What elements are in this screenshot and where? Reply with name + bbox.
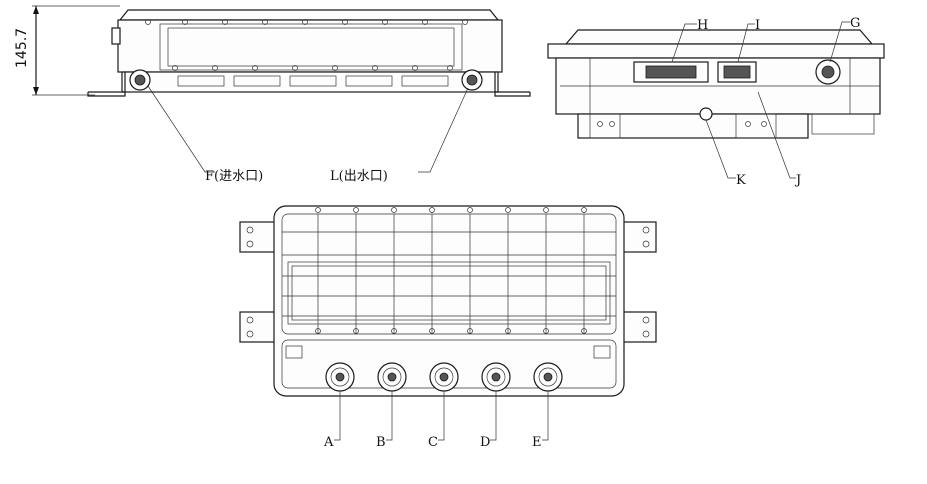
- height-dimension: 145.7: [14, 5, 120, 96]
- label-J: J: [794, 173, 801, 188]
- rib-grid: [282, 214, 616, 334]
- label-D: D: [480, 435, 490, 450]
- label-L: L(出水口): [330, 169, 388, 184]
- label-K: K: [736, 173, 746, 188]
- perimeter-bolts: [315, 207, 587, 334]
- lid-bolts: [145, 19, 468, 71]
- dimension-value: 145.7: [14, 28, 30, 68]
- bottom-view: A B C D E: [239, 205, 657, 450]
- label-I: I: [755, 18, 760, 33]
- label-H: H: [697, 18, 708, 33]
- drain-K: [699, 107, 713, 121]
- label-E: E: [532, 435, 542, 450]
- label-C: C: [428, 435, 438, 450]
- front-view: 145.7: [14, 5, 531, 184]
- label-B: B: [376, 435, 386, 450]
- label-F: F(进水口): [205, 169, 263, 184]
- side-view: H I G K J: [547, 16, 885, 188]
- label-A: A: [323, 435, 334, 450]
- label-G: G: [850, 16, 860, 31]
- front-ports: [177, 75, 449, 87]
